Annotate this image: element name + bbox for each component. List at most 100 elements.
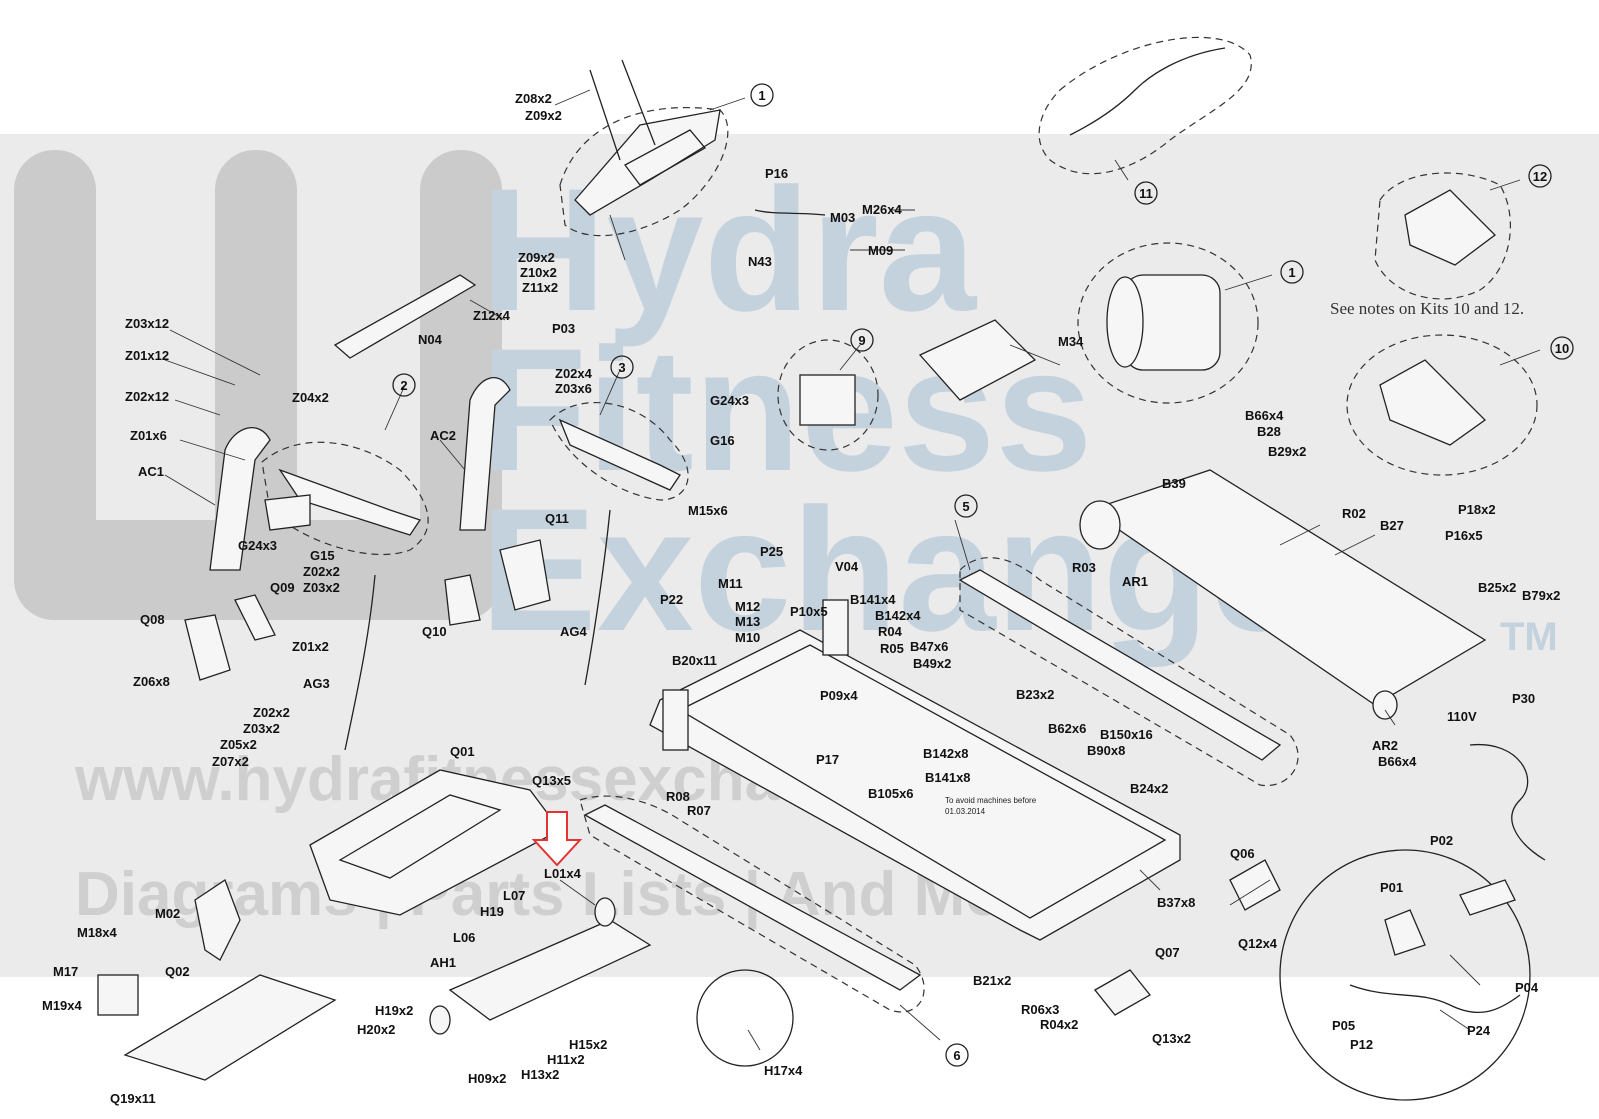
outlet-p02 [1459,879,1516,916]
callout-4: 1 [750,83,774,107]
watermark-tm: TM [1500,615,1558,659]
label-Z12x4: Z12x4 [473,308,511,323]
label-B66x4: B66x4 [1245,408,1284,423]
date-stamp-line1: To avoid machines before [945,796,1037,805]
label-Z03x2: Z03x2 [303,580,340,595]
label-AR2: AR2 [1372,738,1398,753]
console-display [624,129,706,186]
label-R05: R05 [880,641,904,656]
label-Z04x2: Z04x2 [292,390,329,405]
label-G24x3-b: G24x3 [238,538,277,553]
main-frame-inner [678,644,1167,919]
kit-1-outline [1077,242,1259,404]
handlebar-crossbar [333,274,477,359]
cup-holder [264,494,311,531]
label-Z06x8: Z06x8 [133,674,170,689]
power-cord [1469,744,1546,861]
callout-1: 1 [1280,260,1304,284]
kit-5-outline [959,557,1299,787]
label-H13x2: H13x2 [521,1067,559,1082]
svg-text:1: 1 [758,88,765,103]
label-L01x4: L01x4 [544,866,582,881]
label-B24x2: B24x2 [1130,781,1168,796]
cover-q10 [444,574,481,626]
kit-12-outline [1374,172,1511,300]
upright-left [209,427,271,571]
label-Q13x5: Q13x5 [532,773,571,788]
label-B66x4-b: B66x4 [1378,754,1417,769]
label-Z10x2: Z10x2 [520,265,557,280]
label-P16: P16 [765,166,788,181]
kit-11-outline [1038,36,1252,175]
label-B150x16: B150x16 [1100,727,1153,742]
highlight-arrow-icon [531,811,583,867]
electrical-detail-circle [1279,849,1531,1101]
frame-post-right [822,599,849,656]
cover-q08 [184,614,231,681]
svg-text:1: 1 [1288,265,1295,280]
svg-text:10: 10 [1555,341,1569,356]
label-Z05x2: Z05x2 [220,737,257,752]
callout-6: 6 [945,1043,969,1067]
part-labels: Z08x2 Z09x2 P16 M03 M26x4 M09 Z09x2 Z10x… [42,91,1560,1106]
label-G15: G15 [310,548,335,563]
label-H19x2: H19x2 [375,1003,413,1018]
label-Z03x2-b: Z03x2 [243,721,280,736]
label-P17: P17 [816,752,839,767]
cover-q09 [234,594,276,641]
label-M17: M17 [53,964,78,979]
label-H19: H19 [480,904,504,919]
label-R06x3: R06x3 [1021,1002,1059,1017]
switch-p01 [1384,909,1426,956]
wire-harness [1349,984,1521,1014]
callout-5: 5 [954,494,978,518]
label-Z03x12: Z03x12 [125,316,169,331]
side-rail-right [958,569,1282,761]
running-deck [1088,469,1487,706]
label-AC1: AC1 [138,464,164,479]
label-AR1: AR1 [1122,574,1148,589]
label-B47x6: B47x6 [910,639,948,654]
svg-text:3: 3 [618,360,625,375]
label-P04: P04 [1515,980,1539,995]
label-H09x2: H09x2 [468,1071,506,1086]
upright-right [459,377,511,531]
label-P25: P25 [760,544,783,559]
label-Q11: Q11 [545,511,569,526]
label-P18x2: P18x2 [1458,502,1496,517]
label-B23x2: B23x2 [1016,687,1054,702]
label-H20x2: H20x2 [357,1022,395,1037]
console-housing [574,109,721,216]
svg-text:5: 5 [962,499,969,514]
handle-left [278,468,422,536]
bracket-12 [1404,189,1496,266]
label-Z01x6: Z01x6 [130,428,167,443]
label-P16x5: P16x5 [1445,528,1483,543]
kit-callouts: 1 11 12 1 10 9 2 3 5 6 [392,83,1574,1067]
parts-artwork [97,47,1546,1101]
label-M10: M10 [735,630,760,645]
svg-text:11: 11 [1139,186,1153,201]
label-B141x4: B141x4 [850,592,896,607]
label-B141x8: B141x8 [925,770,971,785]
bracket-10 [1379,359,1487,446]
label-M13: M13 [735,614,760,629]
date-stamp-line2: 01.03.2014 [945,807,986,816]
arm-ag3 [344,574,376,751]
callout-12: 12 [1528,164,1552,188]
label-Z03x6: Z03x6 [555,381,592,396]
label-H17x4: H17x4 [764,1063,803,1078]
motor-box [97,974,139,1016]
leader-lines [164,89,1541,1051]
label-P24: P24 [1467,1023,1491,1038]
label-Q12x4: Q12x4 [1238,936,1278,951]
label-Q06: Q06 [1230,846,1255,861]
label-R07: R07 [687,803,711,818]
label-G24x3: G24x3 [710,393,749,408]
label-Q09: Q09 [270,580,295,595]
label-R03: R03 [1072,560,1096,575]
label-R08: R08 [666,789,690,804]
label-M11: M11 [718,576,743,591]
lift-frame [448,919,652,1021]
